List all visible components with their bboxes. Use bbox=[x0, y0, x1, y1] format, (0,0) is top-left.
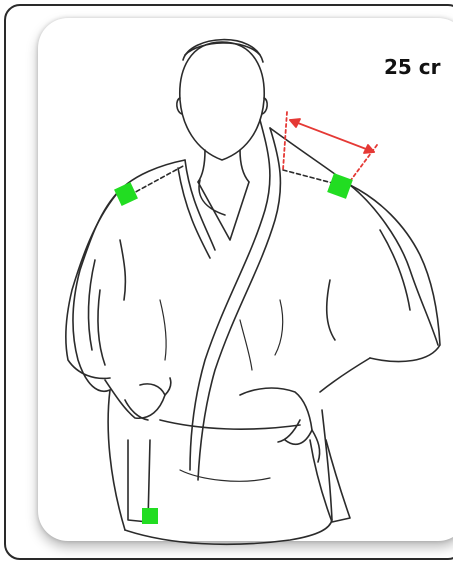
shoulder-seams bbox=[130, 165, 340, 195]
right-hand-outline bbox=[240, 388, 320, 462]
neck-outline bbox=[198, 150, 249, 182]
left-sleeve-outline bbox=[66, 190, 120, 378]
right-shoulder-marker bbox=[327, 173, 353, 199]
hem-marker bbox=[142, 508, 158, 524]
fabric-folds bbox=[160, 300, 283, 481]
head-outline bbox=[177, 40, 267, 160]
measurement-label: 25 cr bbox=[380, 53, 441, 81]
left-shoulder-marker bbox=[114, 182, 138, 206]
left-hand-outline bbox=[105, 378, 171, 420]
belt-outline bbox=[128, 420, 350, 522]
measurement-arrow bbox=[283, 112, 377, 188]
